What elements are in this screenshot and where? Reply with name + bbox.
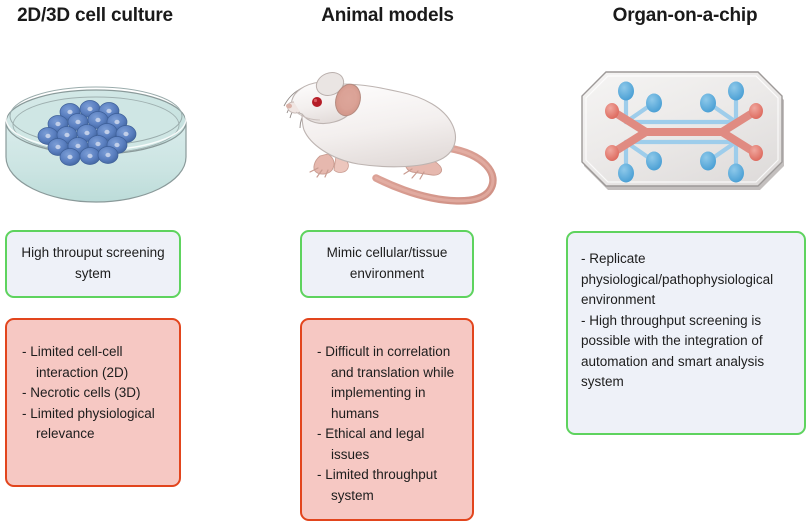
advantage-line: - High throughput screening is	[581, 312, 762, 328]
advantage-line: sytem	[74, 266, 111, 281]
chip-blue-wells	[618, 81, 744, 183]
limitation-line: implementing in	[331, 385, 426, 401]
limitation-line: - Necrotic cells (3D)	[22, 385, 141, 401]
limitation-line: - Difficult in correlation	[317, 344, 451, 359]
column-title-cell-culture: 2D/3D cell culture	[17, 5, 173, 26]
advantage-line: possible with the integration of	[581, 333, 763, 349]
limitation-line: and translation while	[331, 364, 455, 380]
advantage-line: High throuput screening	[21, 245, 165, 261]
limitation-line: humans	[331, 405, 380, 421]
chip-red-ports	[605, 103, 763, 161]
column-title-organ-on-a-chip: Organ-on-a-chip	[612, 5, 758, 26]
limitation-box-animal-models: - Difficult in correlation and translati…	[300, 318, 474, 521]
limitation-line: - Limited throughput	[317, 467, 438, 483]
limitation-line: relevance	[36, 426, 95, 442]
advantage-line: - Replicate	[581, 251, 646, 266]
advantage-line: environment	[581, 292, 656, 308]
advantage-box-animal-models: Mimic cellular/tissue environment	[300, 230, 474, 298]
column-title-animal-models: Animal models	[321, 5, 454, 26]
limitation-line: - Limited physiological	[22, 405, 155, 421]
advantage-line: automation and smart analysis	[581, 353, 765, 369]
petri-dish-illustration	[2, 62, 190, 210]
limitation-line: - Limited cell-cell	[22, 344, 123, 359]
limitation-box-cell-culture: - Limited cell-cell interaction (2D) - N…	[5, 318, 181, 487]
advantage-line: physiological/pathophysiological	[581, 271, 774, 287]
limitation-line: system	[331, 487, 374, 503]
limitation-line: - Ethical and legal	[317, 426, 425, 442]
organ-chip-illustration	[578, 62, 790, 204]
advantage-line: environment	[349, 266, 425, 281]
cell-colony	[37, 100, 137, 166]
advantage-box-organ-chip: - Replicate physiological/pathophysiolog…	[566, 231, 806, 435]
limitation-line: interaction (2D)	[36, 364, 129, 380]
advantage-line: system	[581, 374, 624, 390]
limitation-line: issues	[331, 446, 370, 462]
advantage-box-cell-culture: High throuput screening sytem	[5, 230, 181, 298]
advantage-line: Mimic cellular/tissue	[326, 245, 448, 261]
laboratory-mouse-illustration	[272, 62, 530, 217]
